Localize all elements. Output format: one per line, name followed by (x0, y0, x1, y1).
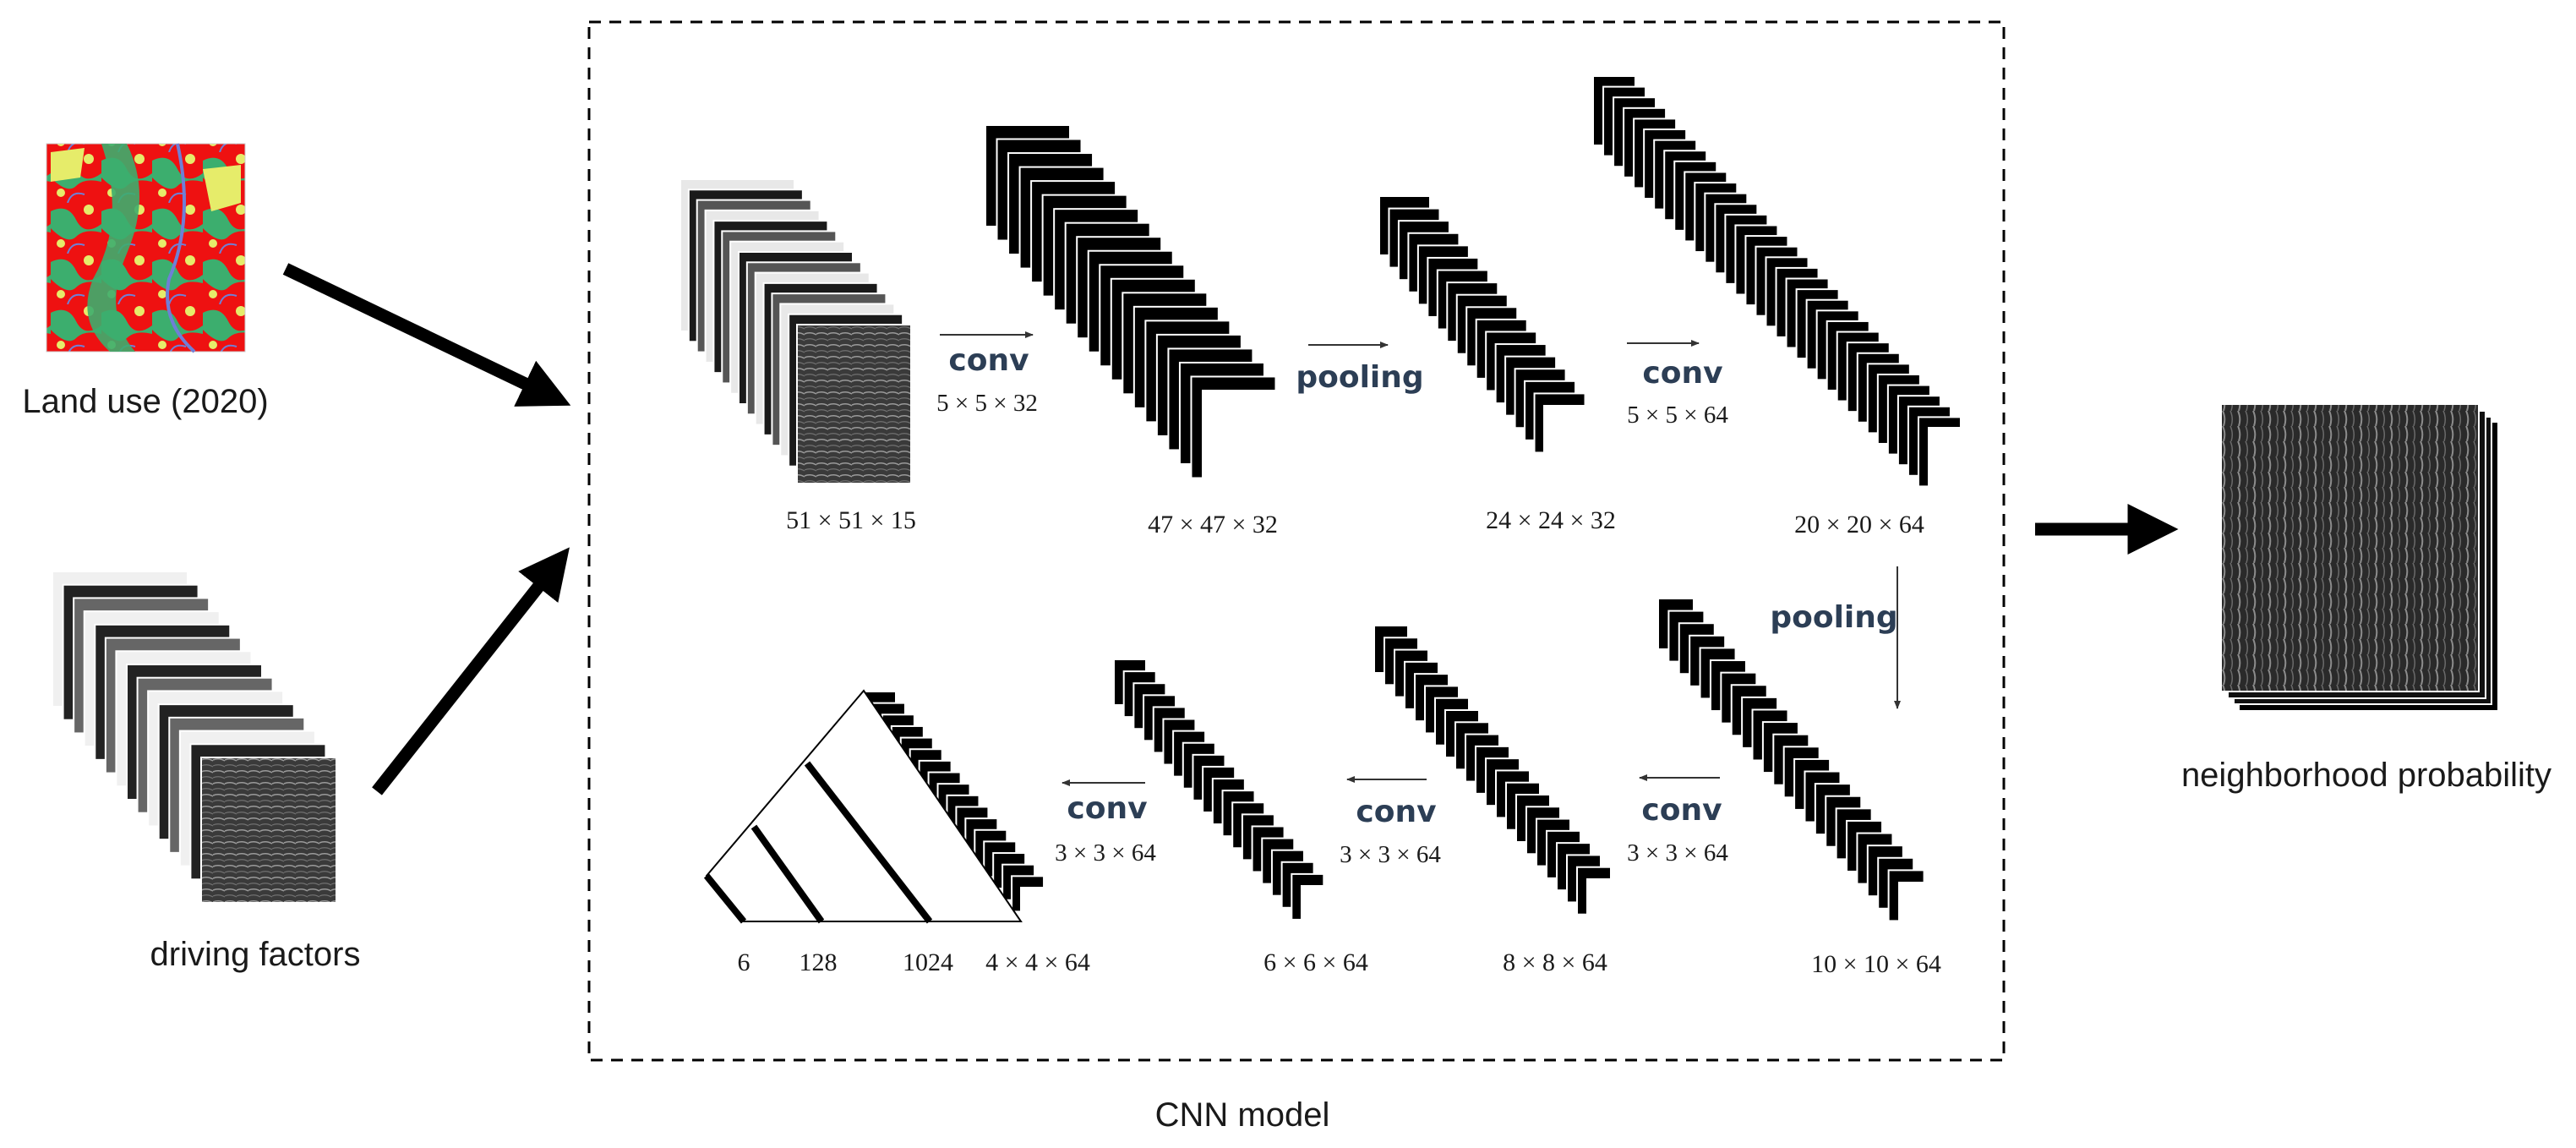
driving-factor-slice (200, 757, 337, 904)
land-use-label: Land use (2020) (22, 383, 268, 420)
land-use-map (46, 143, 246, 353)
pool2-dim-label: 10 × 10 × 64 (1811, 950, 1941, 978)
conv2-op-label: conv (1642, 356, 1722, 391)
conv2-feature-stack (1592, 75, 1972, 498)
fc2-dim-label: 128 (800, 948, 838, 976)
cnn-model-label: CNN model (1155, 1096, 1330, 1134)
fc3-dim-label: 1024 (903, 948, 953, 976)
conv5-kernel-label: 3 × 3 × 64 (1055, 839, 1156, 866)
fc3-layer (804, 761, 933, 924)
fc1-dim-label: 6 (738, 948, 750, 976)
input-dim-label: 51 × 51 × 15 (786, 506, 916, 534)
conv1-dim-label: 47 × 47 × 32 (1148, 511, 1278, 538)
land-use-arrow (282, 263, 571, 407)
conv5-op-label: conv (1067, 791, 1147, 826)
driving-factors-arrow (372, 547, 570, 795)
conv1-feature-stack (985, 124, 1288, 493)
cnn-model-border (587, 20, 2006, 1062)
conv4-op-label: conv (1356, 795, 1436, 829)
conv4-feature-stack (1113, 659, 1334, 932)
neighborhood-probability-stack (2220, 403, 2497, 710)
pool2-op-label: pooling (1770, 600, 1897, 635)
driving-factors-stack (52, 571, 337, 904)
fc1-layer (703, 873, 747, 924)
feature-map-slice (1202, 390, 1288, 493)
feature-map-slice (1543, 405, 1596, 466)
conv5-dim-label: 4 × 4 × 64 (985, 948, 1090, 976)
conv1-kernel-label: 5 × 5 × 32 (936, 390, 1038, 417)
feature-map-slice (1020, 887, 1054, 924)
input-slice (796, 324, 912, 484)
input-layer-stack (679, 178, 912, 484)
conv2-dim-label: 20 × 20 × 64 (1794, 511, 1924, 538)
pool1-dim-label: 24 × 24 × 32 (1486, 506, 1616, 534)
fc2-layer (750, 824, 825, 924)
conv4-kernel-label: 3 × 3 × 64 (1340, 841, 1441, 868)
feature-map-slice (1586, 878, 1622, 927)
conv3-kernel-label: 3 × 3 × 64 (1627, 839, 1728, 866)
pool2-feature-stack (1657, 598, 1935, 934)
conv3-op-label: conv (1641, 793, 1722, 828)
feature-map-slice (1898, 882, 1935, 934)
pool1-feature-stack (1378, 195, 1596, 466)
fully-connected-layers (703, 689, 1023, 924)
conv3-dim-label: 8 × 8 × 64 (1503, 948, 1607, 976)
conv1-op-label: conv (948, 343, 1029, 378)
neighborhood-probability-label: neighborhood probability (2181, 757, 2551, 794)
driving-factors-label: driving factors (150, 936, 361, 973)
conv3-feature-stack (1373, 625, 1622, 927)
conv4-dim-label: 6 × 6 × 64 (1263, 948, 1368, 976)
feature-map-slice (1301, 885, 1334, 932)
feature-map-slice (1928, 427, 1972, 498)
conv2-kernel-label: 5 × 5 × 64 (1627, 402, 1728, 429)
pool1-op-label: pooling (1296, 360, 1423, 395)
